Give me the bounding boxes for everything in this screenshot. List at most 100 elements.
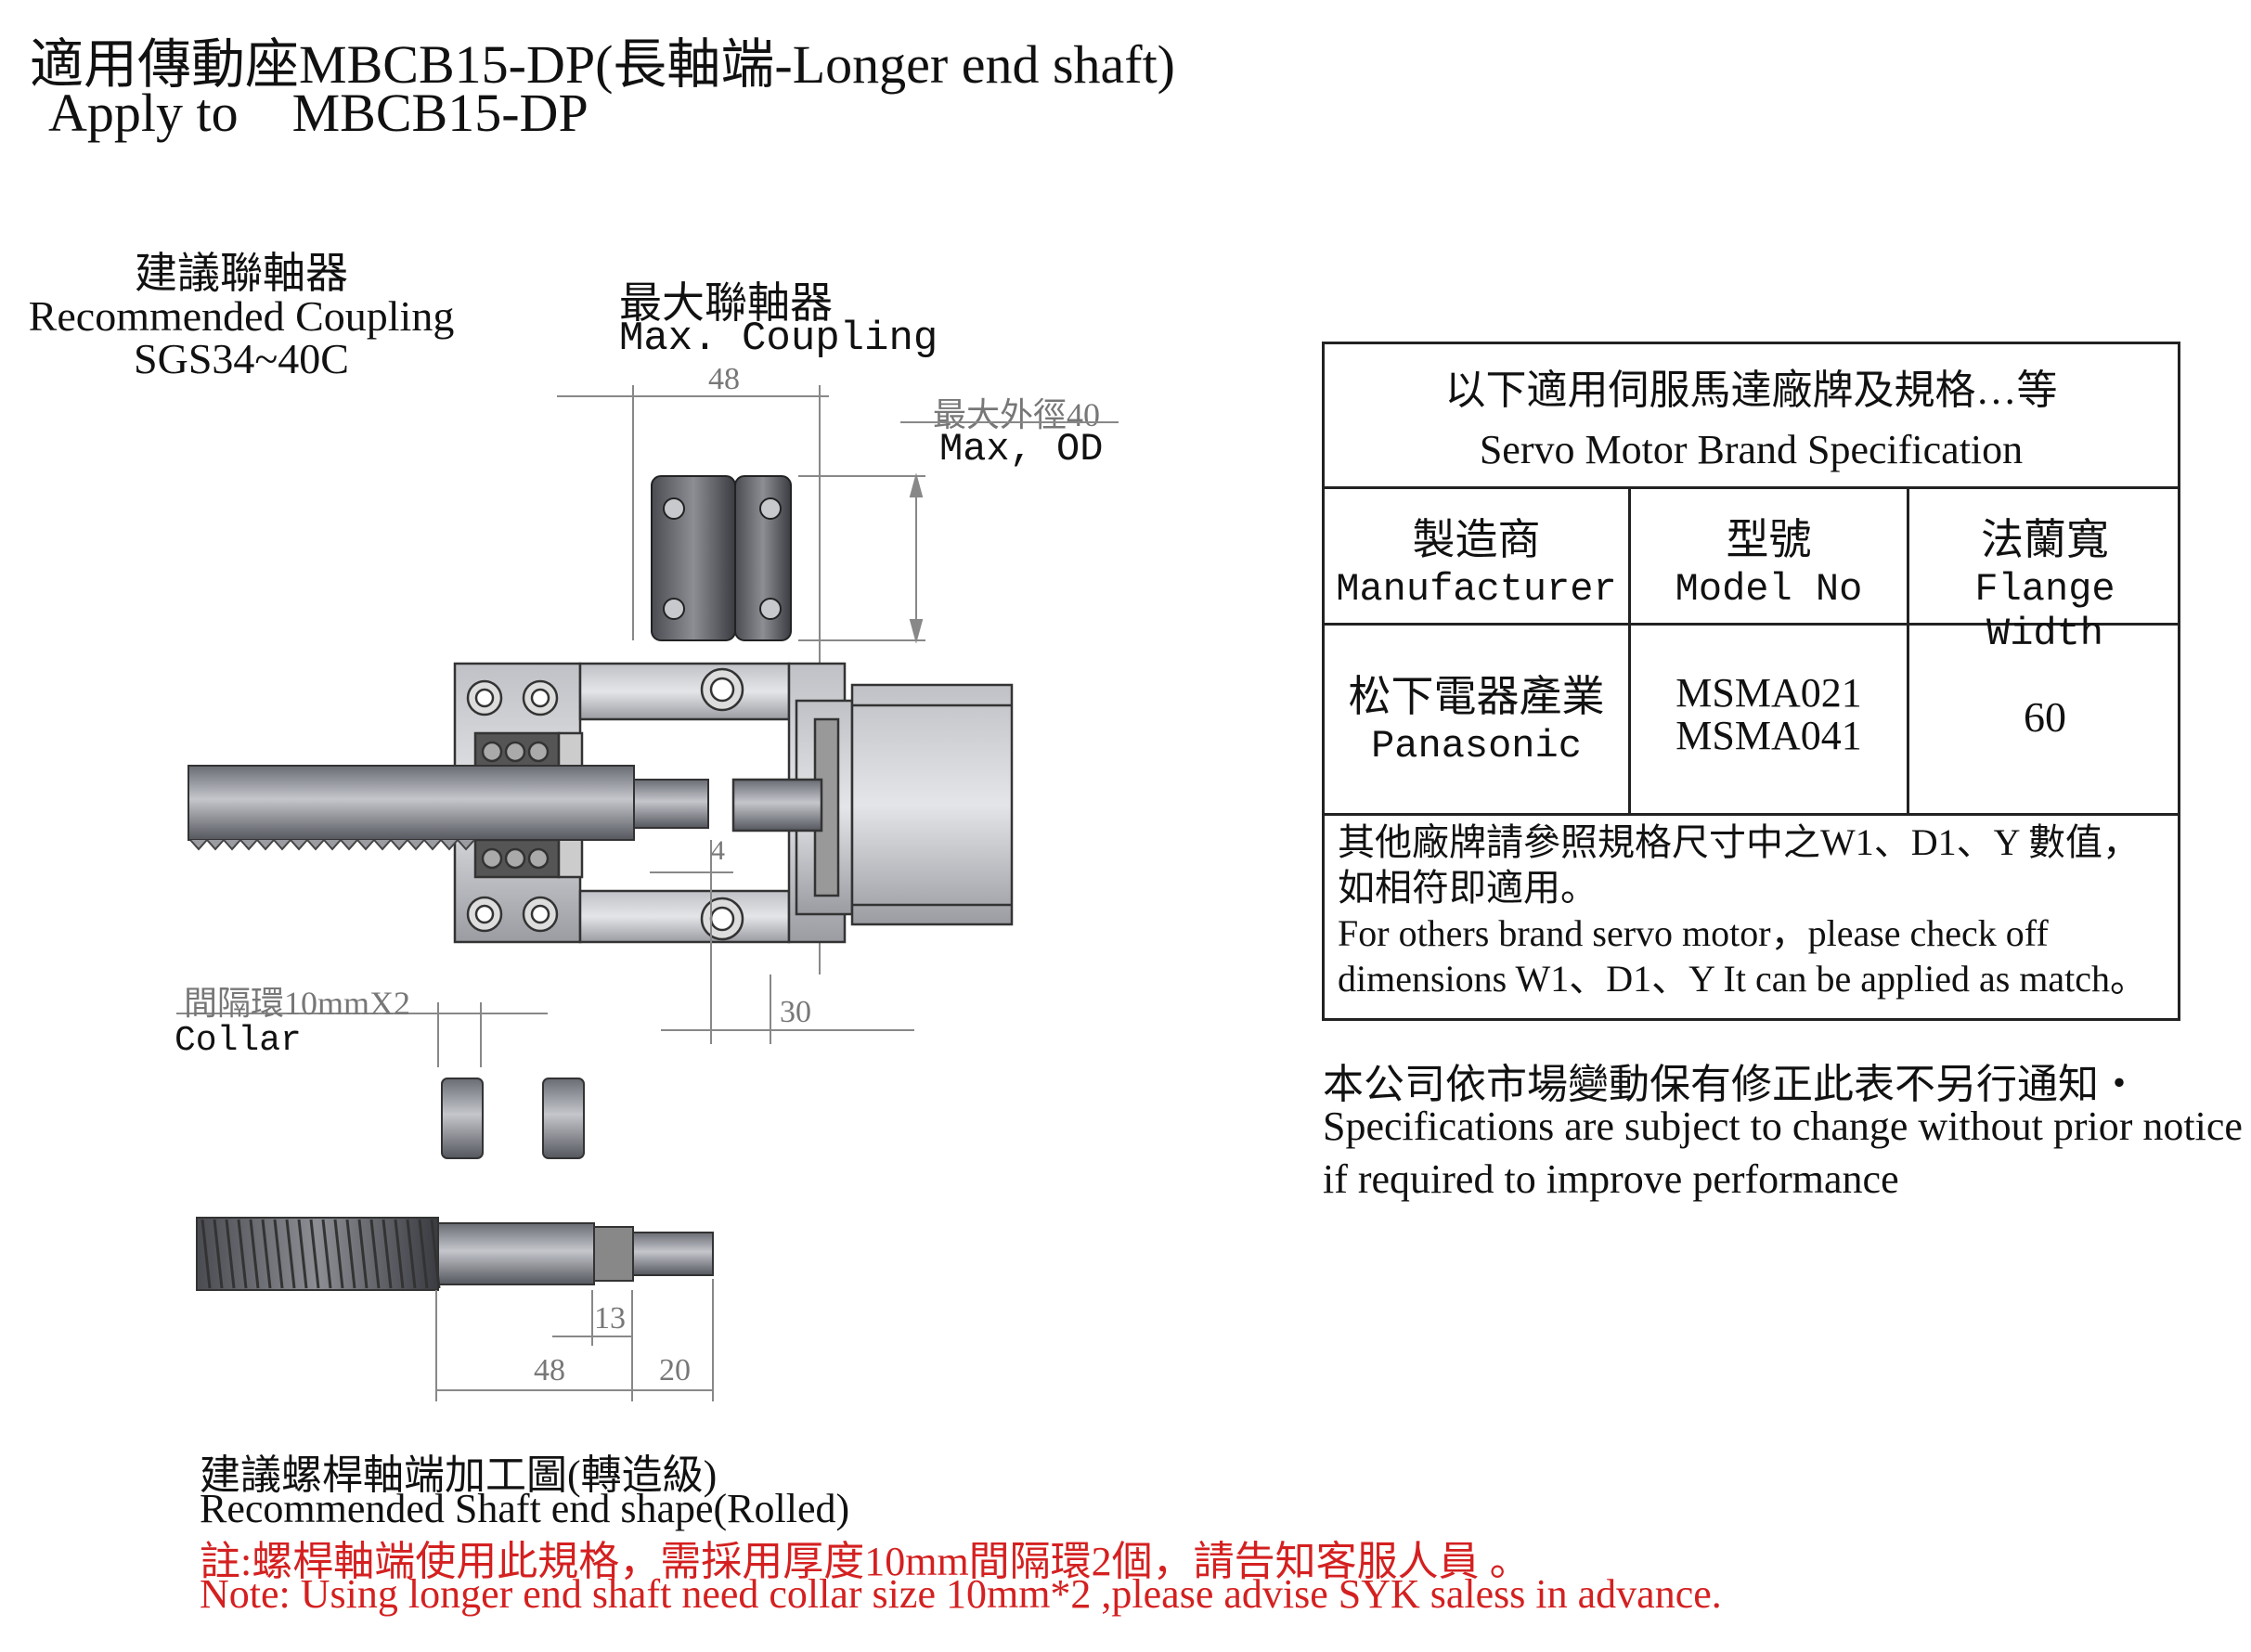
dim-max-od xyxy=(798,421,1119,644)
thread-tooth xyxy=(239,839,258,851)
header-manufacturer-zh: 製造商 xyxy=(1412,516,1541,563)
header-flange-en: Flange Width xyxy=(1974,567,2115,656)
dim-shaft-step-value: 13 xyxy=(594,1301,626,1336)
max-coupling xyxy=(651,475,792,641)
thread-tooth xyxy=(306,839,325,851)
thread-line xyxy=(357,1219,369,1289)
thread-tooth xyxy=(273,839,291,851)
header-model-zh: 型號 xyxy=(1726,516,1812,563)
dim-collar xyxy=(176,1002,548,1067)
collar-right xyxy=(542,1078,585,1159)
thread-tooth xyxy=(407,839,425,851)
table-title-en: Servo Motor Brand Specification xyxy=(1479,427,2024,472)
thread-tooth xyxy=(290,839,308,851)
shaft-caption-zh: 建議螺桿軸端加工圖(轉造級) xyxy=(200,1452,718,1498)
table-footer-zh-2: 如相符即適用。 xyxy=(1338,867,1598,909)
header-manufacturer-en: Manufacturer xyxy=(1336,567,1617,612)
collar-left xyxy=(441,1078,484,1159)
shaft-note-en: Note: Using longer end shaft need collar… xyxy=(200,1571,1722,1617)
row-model: MSMA021 MSMA041 xyxy=(1631,626,1907,813)
dim-motor-offset-value: 30 xyxy=(780,995,811,1029)
thread-line xyxy=(382,1219,393,1289)
thread-line xyxy=(249,1219,260,1289)
thread-tooth xyxy=(440,839,459,851)
thread-line xyxy=(309,1219,320,1289)
recommended-coupling-model: SGS34~40C xyxy=(134,335,349,382)
collar-label-zh: 間隔環10mmX2 xyxy=(184,985,411,1022)
servo-motor xyxy=(731,683,1014,926)
row-model-1: MSMA021 xyxy=(1675,670,1862,716)
table-footer: 其他廠牌請參照規格尺寸中之W1、D1、Y 數值， 如相符即適用。 For oth… xyxy=(1338,820,2173,1001)
thread-line xyxy=(369,1219,381,1289)
thread-line xyxy=(418,1219,429,1289)
table-title: 以下適用伺服馬達廠牌及規格…等 Servo Motor Brand Specif… xyxy=(1325,344,2178,486)
table-footer-en-2: dimensions W1、D1、Y It can be applied as … xyxy=(1338,958,2148,1000)
thread-line xyxy=(201,1219,212,1289)
thread-tooth xyxy=(390,839,408,851)
recommended-coupling-label: 建議聯軸器 Recommended Coupling SGS34~40C xyxy=(28,252,455,381)
notice-en-2: if required to improve performance xyxy=(1323,1156,1899,1202)
table-title-zh: 以下適用伺服馬達廠牌及規格…等 xyxy=(1444,368,2058,413)
header-manufacturer: 製造商 Manufacturer xyxy=(1325,489,1628,623)
thread-tooth xyxy=(340,839,358,851)
shaft-end-shape xyxy=(196,1217,714,1291)
table-footer-zh-1: 其他廠牌請參照規格尺寸中之W1、D1、Y 數值， xyxy=(1338,821,2141,863)
row-model-2: MSMA041 xyxy=(1675,713,1862,758)
thread-line xyxy=(237,1219,248,1289)
dim-shaft-length-value: 48 xyxy=(534,1353,565,1387)
row-manufacturer-zh: 松下電器產業 xyxy=(1348,673,1605,720)
table-footer-en-1: For others brand servo motor，please chec… xyxy=(1338,912,2049,954)
dim-gap-value: 4 xyxy=(711,835,725,866)
row-manufacturer: 松下電器產業 Panasonic xyxy=(1325,626,1628,813)
thread-line xyxy=(345,1219,356,1289)
thread-line xyxy=(394,1219,405,1289)
thread-line xyxy=(297,1219,308,1289)
thread-line xyxy=(406,1219,417,1289)
thread-line xyxy=(430,1219,441,1289)
page-title: 適用傳動座MBCB15-DP(長軸端-Longer end shaft) xyxy=(30,34,1176,95)
dim-shaft xyxy=(435,1279,714,1401)
servo-spec-table: 以下適用伺服馬達廠牌及規格…等 Servo Motor Brand Specif… xyxy=(1322,342,2180,1021)
thread-tooth xyxy=(189,839,208,851)
thread-line xyxy=(225,1219,236,1289)
header-model: 型號 Model No xyxy=(1631,489,1907,623)
recommended-coupling-en: Recommended Coupling xyxy=(28,292,455,340)
max-od-zh: 最大外徑40 xyxy=(933,396,1101,433)
recommended-coupling-zh: 建議聯軸器 xyxy=(135,250,348,297)
max-coupling-zh: 最大聯軸器 xyxy=(619,279,833,327)
dim-gap xyxy=(650,840,733,1044)
notice-zh: 本公司依市場變動保有修正此表不另行通知・ xyxy=(1323,1062,2140,1107)
thread-tooth xyxy=(423,839,442,851)
thread-line xyxy=(321,1219,332,1289)
thread-tooth xyxy=(373,839,392,851)
assembly-thread xyxy=(189,839,475,851)
row-manufacturer-en: Panasonic xyxy=(1371,724,1582,768)
thread-tooth xyxy=(323,839,342,851)
max-coupling-en: Max. Coupling xyxy=(619,316,938,362)
thread-tooth xyxy=(206,839,225,851)
collar-label-en: Collar xyxy=(175,1021,302,1061)
assembly-screw-shaft xyxy=(188,765,709,841)
header-model-en: Model No xyxy=(1675,567,1863,612)
thread-line xyxy=(285,1219,296,1289)
thread-tooth xyxy=(256,839,275,851)
page-subtitle: Apply to MBCB15-DP xyxy=(48,83,589,143)
dim-coupling-length-value: 48 xyxy=(708,362,740,396)
thread-line xyxy=(273,1219,284,1289)
dim-shaft-end-value: 20 xyxy=(659,1353,691,1387)
header-flange-zh: 法蘭寬 xyxy=(1981,516,2109,563)
shaft-note-zh: 註:螺桿軸端使用此規格，需採用厚度10mm間隔環2個，請告知客服人員 。 xyxy=(200,1539,1531,1584)
notice-en-1: Specifications are subject to change wit… xyxy=(1323,1103,2243,1149)
row-flange: 60 xyxy=(2024,693,2066,741)
thread-line xyxy=(213,1219,224,1289)
thread-tooth xyxy=(223,839,241,851)
thread-tooth xyxy=(457,839,475,851)
shaft-caption-en: Recommended Shaft end shape(Rolled) xyxy=(200,1486,850,1531)
header-flange: 法蘭寬 Flange Width xyxy=(1909,489,2180,656)
thread-tooth xyxy=(356,839,375,851)
thread-line xyxy=(333,1219,344,1289)
max-od-en: Max, OD xyxy=(939,427,1104,471)
thread-line xyxy=(261,1219,272,1289)
dim-motor-offset xyxy=(661,974,914,1044)
